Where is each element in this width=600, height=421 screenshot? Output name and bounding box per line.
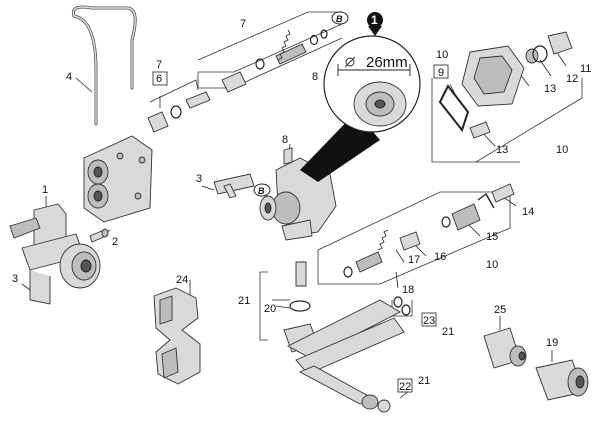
boxed-labels xyxy=(152,64,449,393)
part-label: 3 xyxy=(196,173,202,185)
part-label: 13 xyxy=(496,144,508,156)
wire-handle-part xyxy=(71,5,137,126)
part-label: 22 xyxy=(399,381,411,393)
diamond-seal-part xyxy=(438,84,470,133)
part-label: 2 xyxy=(112,236,118,248)
coupling-assembly-part xyxy=(9,203,101,305)
part-label: 8 xyxy=(282,134,288,146)
part-label: 12 xyxy=(566,73,578,85)
part-label: 7 xyxy=(240,18,246,30)
part-label: 20 xyxy=(264,303,276,315)
part-label: 6 xyxy=(156,73,162,85)
valve-part-upper-left xyxy=(147,91,211,133)
part-label: 10 xyxy=(436,49,448,61)
part-label: 1 xyxy=(42,184,48,196)
group-frames xyxy=(149,11,583,341)
callout-magnifier: 26mm xyxy=(300,35,421,182)
check-valve-part xyxy=(441,183,515,231)
part-label: 21 xyxy=(418,375,430,387)
part-label: 11 xyxy=(580,63,591,75)
bypass-symbol-upper: B xyxy=(331,11,349,25)
part-label: 10 xyxy=(556,144,568,156)
part-label: 25 xyxy=(494,304,506,316)
part-label: 13 xyxy=(544,83,556,95)
adapter-part xyxy=(535,359,589,401)
part-label: 7 xyxy=(156,59,162,71)
pump-housing-part xyxy=(83,135,153,223)
right-valve-body-part xyxy=(461,31,573,107)
part-label: 24 xyxy=(176,274,188,286)
part-label: 16 xyxy=(434,251,446,263)
mounting-bracket-part xyxy=(153,287,201,385)
bypass-symbol-lower: B xyxy=(253,183,271,197)
part-label: 3 xyxy=(12,273,18,285)
quick-coupling-part xyxy=(483,327,527,369)
screw-part xyxy=(89,228,109,243)
part-label: 23 xyxy=(423,315,435,327)
part-label: 21 xyxy=(442,326,454,338)
part-label: 15 xyxy=(486,231,498,243)
fitting-part-13 xyxy=(469,121,491,139)
part-number-labels: 1 2 3 3 4 6 7 7 8 8 9 10 10 10 11 12 13 … xyxy=(12,18,591,393)
callout-badge-number: 1 xyxy=(371,13,378,27)
part-label: 18 xyxy=(402,284,414,296)
pipe-assembly-part xyxy=(287,296,411,413)
part-label: 17 xyxy=(408,254,420,266)
part-label: 10 xyxy=(486,259,498,271)
part-label: 8 xyxy=(312,71,318,83)
part-label: 19 xyxy=(546,337,558,349)
part-label: 21 xyxy=(238,295,250,307)
part-label: 14 xyxy=(522,206,534,218)
part-label: 4 xyxy=(66,71,72,83)
bypass-symbol-text-upper: B xyxy=(336,14,343,24)
valve-row-middle xyxy=(343,229,421,278)
bypass-symbol-text-lower: B xyxy=(258,186,265,196)
callout-dimension-text: 26mm xyxy=(366,54,408,71)
callout-badge: 1 xyxy=(367,12,383,36)
bracket-part-right xyxy=(213,173,255,199)
part-label: 9 xyxy=(438,67,444,79)
valve-spring-row xyxy=(221,29,328,93)
